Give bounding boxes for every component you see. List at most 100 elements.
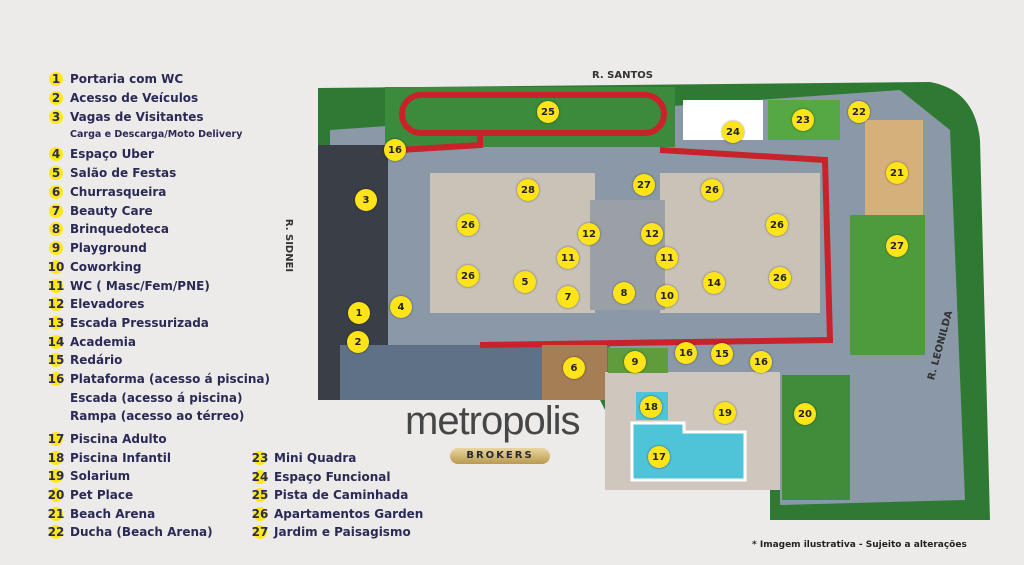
legend-item: 8 Brinquedoteca: [46, 222, 169, 236]
map-marker: 7: [557, 286, 579, 308]
legend-label: Escada Pressurizada: [70, 316, 209, 330]
legend-number: 25: [250, 488, 270, 503]
legend-number: 11: [46, 279, 66, 293]
legend-item: 2 Acesso de Veículos: [46, 91, 198, 105]
map-marker: 3: [355, 189, 377, 211]
legend-label: Pista de Caminhada: [274, 488, 409, 503]
legend-item: Escada (acesso á piscina): [46, 391, 242, 405]
legend-number: 9: [46, 241, 66, 255]
legend-label: Escada (acesso á piscina): [70, 391, 243, 405]
legend-item: 18 Piscina Infantil: [46, 451, 171, 465]
legend-number: 8: [46, 222, 66, 236]
legend-label: WC ( Masc/Fem/PNE): [70, 279, 210, 293]
legend-number: 13: [46, 316, 66, 330]
map-marker: 6: [563, 357, 585, 379]
legend-number: 12: [46, 297, 66, 311]
map-marker: 12: [578, 223, 600, 245]
brokers-logo: BROKERS: [450, 448, 550, 464]
legend-label: Rampa (acesso ao térreo): [70, 409, 245, 423]
legend-item: 25 Pista de Caminhada: [250, 488, 409, 503]
legend-item: 26 Apartamentos Garden: [250, 506, 424, 521]
map-marker: 21: [886, 162, 908, 184]
map-marker: 15: [711, 343, 733, 365]
legend-number: 6: [46, 185, 66, 199]
map-marker: 18: [640, 396, 662, 418]
legend-item: 13 Escada Pressurizada: [46, 316, 209, 330]
legend-item: 7 Beauty Care: [46, 204, 153, 218]
map-marker: 28: [517, 179, 539, 201]
map-marker: 8: [613, 282, 635, 304]
legend-number: 2: [46, 91, 66, 105]
legend-item: 9 Playground: [46, 241, 147, 255]
legend-number: 18: [46, 451, 66, 465]
legend-number: 26: [250, 506, 270, 521]
map-marker: 11: [557, 247, 579, 269]
legend-label: Jardim e Paisagismo: [274, 525, 411, 540]
legend-label: Piscina Adulto: [70, 432, 167, 446]
legend-label: Beauty Care: [70, 204, 153, 218]
map-marker: 26: [701, 179, 723, 201]
legend-label: Academia: [70, 335, 136, 349]
legend-number: 14: [46, 335, 66, 349]
building-right: [660, 173, 820, 313]
street-label-sidnei: R. SIDNEI: [283, 218, 295, 273]
legend-number: 23: [250, 451, 270, 465]
map-marker: 10: [656, 285, 678, 307]
map-marker: 12: [641, 223, 663, 245]
legend-number: 20: [46, 488, 66, 502]
walking-track: [399, 92, 667, 136]
legend-number: 16: [46, 372, 66, 386]
legend-number: 21: [46, 507, 66, 521]
legend-item: 24 Espaço Funcional: [250, 469, 391, 484]
legend-number: 10: [46, 260, 66, 274]
legend-label: Portaria com WC: [70, 72, 184, 86]
map-marker: 26: [766, 214, 788, 236]
legend-label: Coworking: [70, 260, 142, 274]
legend-item: Carga e Descarga/Moto Delivery: [46, 129, 242, 140]
legend-label: Mini Quadra: [274, 451, 357, 465]
legend-item: Rampa (acesso ao térreo): [46, 409, 244, 423]
metropolis-logo: metropolis: [405, 399, 581, 443]
legend-item: 16 Plataforma (acesso á piscina): [46, 372, 270, 386]
legend-label: Brinquedoteca: [70, 222, 169, 236]
legend-item: 10 Coworking: [46, 260, 142, 274]
map-marker: 14: [703, 272, 725, 294]
pet-place: [782, 375, 850, 500]
legend-item: 11 WC ( Masc/Fem/PNE): [46, 279, 210, 293]
legend-label: Playground: [70, 241, 147, 255]
map-marker: 16: [675, 342, 697, 364]
legend-item: 20 Pet Place: [46, 488, 133, 502]
legend-item: 17 Piscina Adulto: [46, 432, 167, 446]
legend-number: 19: [46, 469, 66, 483]
map-marker: 4: [390, 296, 412, 318]
map-marker: 26: [769, 267, 791, 289]
map-marker: 9: [624, 351, 646, 373]
map-marker: 16: [750, 351, 772, 373]
legend-label: Solarium: [70, 469, 131, 483]
legend-label: Apartamentos Garden: [274, 506, 424, 521]
map-marker: 27: [633, 174, 655, 196]
map-marker: 5: [514, 271, 536, 293]
legend-number: 3: [46, 110, 66, 124]
legend-number: 4: [46, 147, 66, 161]
legend-number: 7: [46, 204, 66, 218]
legend-number: 24: [250, 469, 270, 484]
legend-label: Piscina Infantil: [70, 451, 171, 465]
legend-number: 17: [46, 432, 66, 446]
legend-label: Plataforma (acesso á piscina): [70, 372, 271, 386]
legend-label: Espaço Funcional: [274, 469, 391, 484]
legend-label: Pet Place: [70, 488, 134, 502]
legend-label: Vagas de Visitantes: [70, 110, 204, 124]
legend-item: 14 Academia: [46, 335, 136, 349]
legend-label: Acesso de Veículos: [70, 91, 199, 105]
walking-track-path: [399, 133, 834, 348]
map-marker: 2: [347, 331, 369, 353]
map-marker: 26: [457, 214, 479, 236]
map-marker: 1: [348, 302, 370, 324]
map-marker: 25: [537, 101, 559, 123]
